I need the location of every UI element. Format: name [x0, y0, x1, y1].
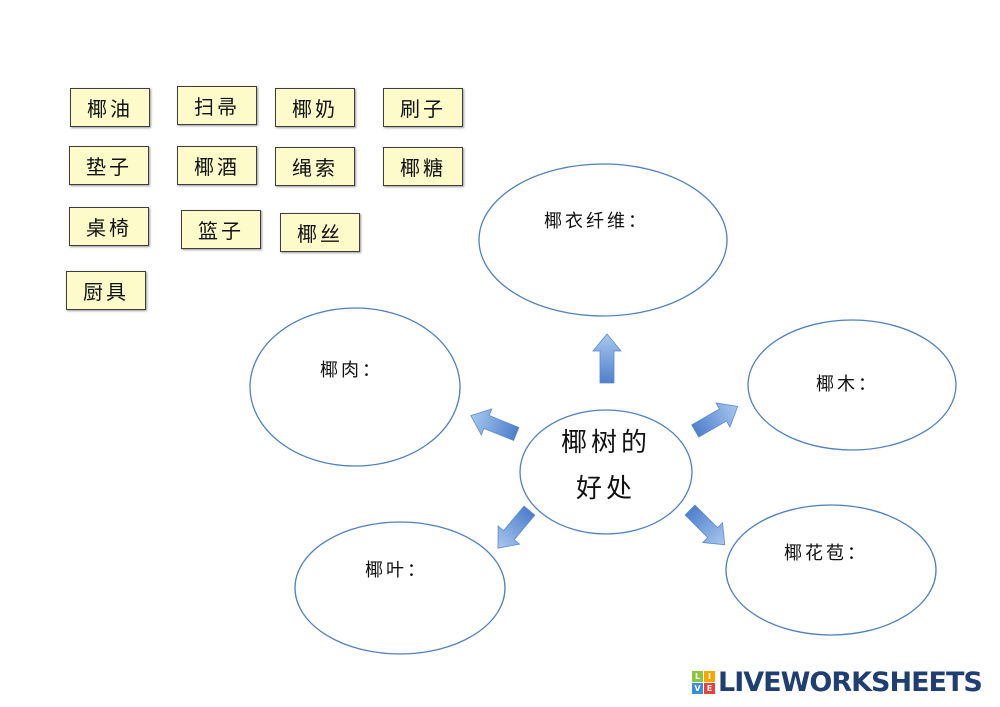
bubble-left-shape[interactable] [249, 307, 461, 467]
bubble-right-label: 椰木： [816, 374, 879, 395]
word-card[interactable]: 刷子 [383, 88, 463, 127]
bubble-bottom-left-label: 椰叶： [365, 560, 428, 581]
arrow-down-left-icon [497, 505, 536, 549]
arrow-right-icon [691, 402, 739, 438]
logo-text: LIVEWORKSHEETS [718, 667, 983, 698]
logo-letter: E [704, 683, 715, 694]
bubble-right-shape[interactable] [747, 319, 957, 451]
word-card[interactable]: 椰奶 [275, 88, 355, 127]
word-card[interactable]: 椰丝 [280, 213, 360, 252]
arrow-up-icon [592, 333, 622, 384]
word-card[interactable]: 篮子 [181, 210, 261, 249]
word-card[interactable]: 椰酒 [177, 146, 257, 185]
bubble-top-label: 椰衣纤维： [544, 211, 649, 232]
center-line-2: 好处 [575, 474, 636, 504]
word-card[interactable]: 扫帚 [177, 86, 257, 125]
bubble-bottom-right-shape[interactable] [725, 504, 937, 636]
logo-letter: L [692, 671, 703, 682]
word-card[interactable]: 椰油 [70, 88, 150, 127]
word-card[interactable]: 垫子 [69, 146, 149, 185]
bubble-bottom-left-shape[interactable] [294, 521, 506, 655]
word-card[interactable]: 椰糖 [383, 147, 463, 186]
arrow-left-icon [470, 408, 520, 442]
logo-letter: V [692, 683, 703, 694]
liveworksheets-logo: L I V E LIVEWORKSHEETS [692, 667, 983, 698]
bubble-left-label: 椰肉： [320, 360, 383, 381]
logo-icon: L I V E [692, 671, 715, 694]
center-bubble-shape [519, 409, 693, 535]
logo-letter: I [704, 671, 715, 682]
center-topic: 椰树的 好处 [540, 420, 672, 512]
word-card[interactable]: 桌椅 [69, 207, 149, 246]
arrow-down-right-icon [684, 504, 726, 546]
bubble-bottom-right-label: 椰花苞： [784, 543, 868, 564]
word-card[interactable]: 绳索 [275, 147, 355, 186]
bubble-top-shape[interactable] [478, 163, 728, 317]
center-line-1: 椰树的 [560, 428, 651, 458]
word-card[interactable]: 厨具 [66, 271, 146, 310]
